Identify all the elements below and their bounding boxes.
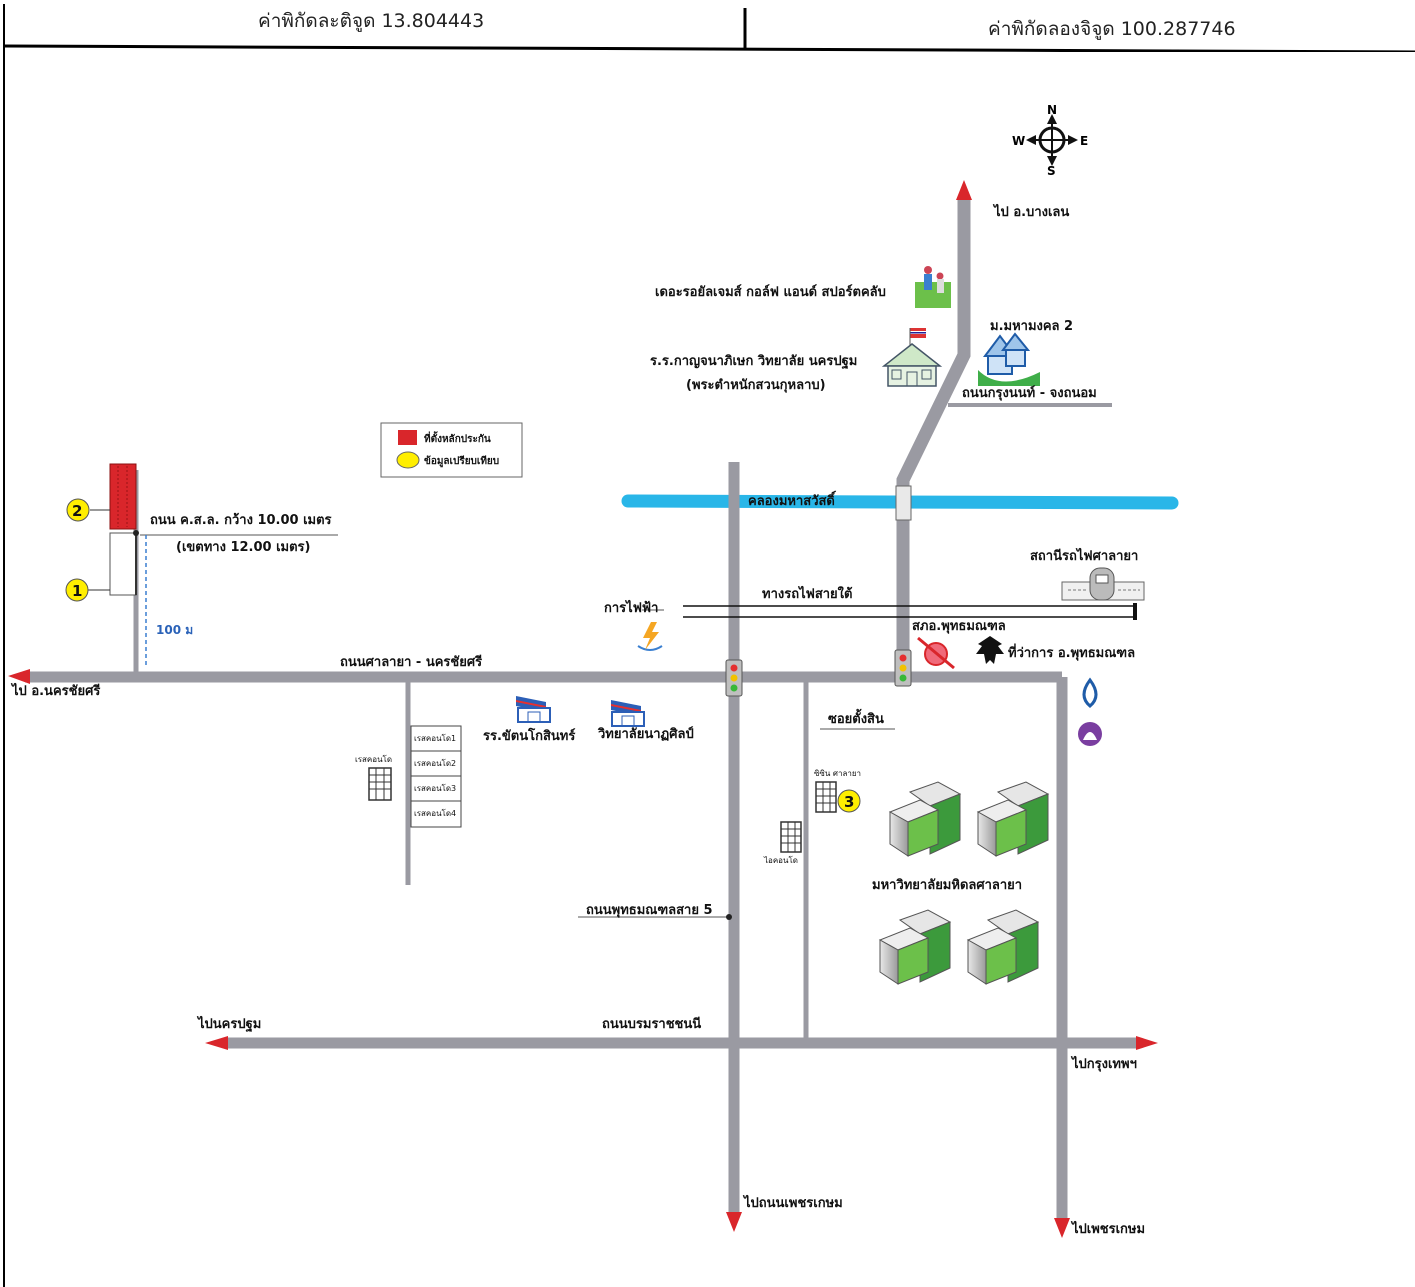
label-railway: ทางรถไฟสายใต้ <box>762 585 852 602</box>
police-station-icon <box>917 636 955 670</box>
label-to-banglen: ไป อ.บางเลน <box>992 203 1069 220</box>
legend-subject-swatch <box>398 430 417 445</box>
condo-3-label: เรสคอนโด3 <box>414 783 456 793</box>
condo-tower-icon <box>780 821 802 853</box>
arrow-west-icon <box>8 669 30 684</box>
latitude-label: ค่าพิกัดละติจูด 13.804443 <box>258 10 485 32</box>
coordinate-header: ค่าพิกัดละติจูด 13.804443 ค่าพิกัดลองจิจ… <box>0 0 1415 52</box>
school-building-icon <box>881 328 943 387</box>
label-school2: รร.ขัตนโกสินทร์ <box>483 727 575 744</box>
comparable-site-plot <box>109 532 137 596</box>
compass-icon: N S W E <box>1012 103 1088 178</box>
label-borommaratchachonnani: ถนนบรมราชชนนี <box>602 1016 701 1032</box>
label-pea: การไฟฟ้า <box>604 599 658 616</box>
label-leaders <box>140 534 895 918</box>
label-station: สถานีรถไฟศาลายา <box>1030 547 1138 564</box>
marker-2-label: 2 <box>72 502 82 520</box>
label-police: สภอ.พุทธมณฑล <box>912 619 1006 634</box>
label-college: วิทยาลัยนาฏศิลป์ <box>597 726 693 742</box>
condo-2-label: เรสคอนโด2 <box>414 758 456 768</box>
label-distance: 100 ม <box>156 623 193 637</box>
condo-tower-icon <box>815 781 837 813</box>
condo-tower-icon <box>368 767 392 801</box>
marker-1-label: 1 <box>72 582 82 600</box>
longitude-label: ค่าพิกัดลองจิจูด 100.287746 <box>988 18 1236 40</box>
subject-site-plot <box>109 463 137 530</box>
compass-n: N <box>1047 103 1057 117</box>
label-sisin: ซิซิน ศาลายา <box>814 769 861 778</box>
junction-dot <box>133 530 139 536</box>
school-icon-khattanakosin <box>516 696 551 723</box>
golf-club-icon <box>915 266 951 308</box>
garuda-emblem-icon <box>976 636 1004 664</box>
legend: ที่ตั้งหลักประกัน ข้อมูลเปรียบเทียบ <box>380 422 523 478</box>
label-golf: เดอะรอยัลเจมส์ กอล์ฟ แอนด์ สปอร์ตคลับ <box>655 284 886 300</box>
label-soi-tangsin: ซอยตั้งสิน <box>828 708 884 727</box>
label-krungnon: ถนนกรุงนนท์ - จงถนอม <box>962 385 1097 401</box>
res-condo-blocks: เรสคอนโด1 เรสคอนโด2 เรสคอนโด3 เรสคอนโด4 <box>410 725 462 828</box>
compass-w: W <box>1012 134 1025 148</box>
arrow-bangkok-icon <box>1136 1036 1158 1050</box>
label-mahamongkol: ม.มหามงคล 2 <box>990 319 1073 334</box>
bank-circle-inner-icon <box>1083 732 1097 740</box>
arrow-phetkasem-icon <box>1054 1218 1070 1238</box>
road-arrows <box>8 180 1158 1238</box>
traffic-light-icon <box>725 659 743 697</box>
road-network <box>25 200 1140 1220</box>
railway <box>683 603 1137 620</box>
arrow-north-icon <box>956 180 972 200</box>
label-canal: คลองมหาสวัสดิ์ <box>748 490 837 509</box>
traffic-light-icon <box>894 649 912 687</box>
label-to-phetkasem: ไปเพชรเกษม <box>1070 1220 1145 1237</box>
label-district-office: ที่ว่าการ อ.พุทธมณฑล <box>1008 643 1135 661</box>
label-soi-road-b: (เขตทาง 12.00 เมตร) <box>176 540 310 555</box>
leader-dot <box>726 914 732 920</box>
condo-4-label: เรสคอนโด4 <box>414 808 456 818</box>
compass-e: E <box>1080 134 1088 148</box>
label-condo-left: เรสคอนโด <box>355 754 392 764</box>
header-frame <box>3 4 1415 52</box>
arrow-nakhonpathom-icon <box>205 1036 228 1050</box>
label-phutthamonthon5: ถนนพุทธมณฑลสาย 5 <box>586 903 713 918</box>
school-icon-college <box>611 700 645 727</box>
arrow-phetkasem-road-icon <box>726 1212 742 1232</box>
legend-subject-label: ที่ตั้งหลักประกัน <box>424 431 491 445</box>
label-school1: ร.ร.กาญจนาภิเษก วิทยาลัย นครปฐม <box>650 354 857 370</box>
label-mahidol: มหาวิทยาลัยมหิดลศาลายา <box>872 878 1022 893</box>
train-station-icon <box>1061 567 1145 601</box>
electricity-authority-icon <box>637 622 663 651</box>
label-to-phetkasem-road: ไปถนนเพชรเกษม <box>742 1194 843 1211</box>
label-salaya-road: ถนนศาลายา - นครชัยศรี <box>340 654 482 670</box>
marker-3-badge <box>837 789 861 813</box>
village-house-icon <box>978 332 1040 386</box>
marker-1-badge <box>65 578 89 602</box>
marker-2-badge <box>66 498 90 522</box>
condo-1-label: เรสคอนโด1 <box>414 733 456 743</box>
label-icondo: ไอคอนโด <box>763 855 798 865</box>
label-to-nakhonchaisi: ไป อ.นครชัยศรี <box>10 682 100 699</box>
label-soi-road: ถนน ค.ส.ล. กว้าง 10.00 เมตร <box>150 512 332 528</box>
bank-drop-icon <box>1082 677 1098 708</box>
university-buildings-icon <box>878 781 1050 985</box>
bridge <box>895 485 912 521</box>
legend-comparable-swatch <box>396 451 420 469</box>
label-school1b: (พระตำหนักสวนกุหลาบ) <box>686 377 826 393</box>
label-to-nakhonpathom: ไปนครปฐม <box>196 1015 261 1033</box>
legend-comparable-label: ข้อมูลเปรียบเทียบ <box>424 455 499 468</box>
marker-3-label: 3 <box>844 793 854 811</box>
compass-s: S <box>1047 164 1056 178</box>
label-to-bangkok: ไปกรุงเทพฯ <box>1070 1055 1137 1072</box>
